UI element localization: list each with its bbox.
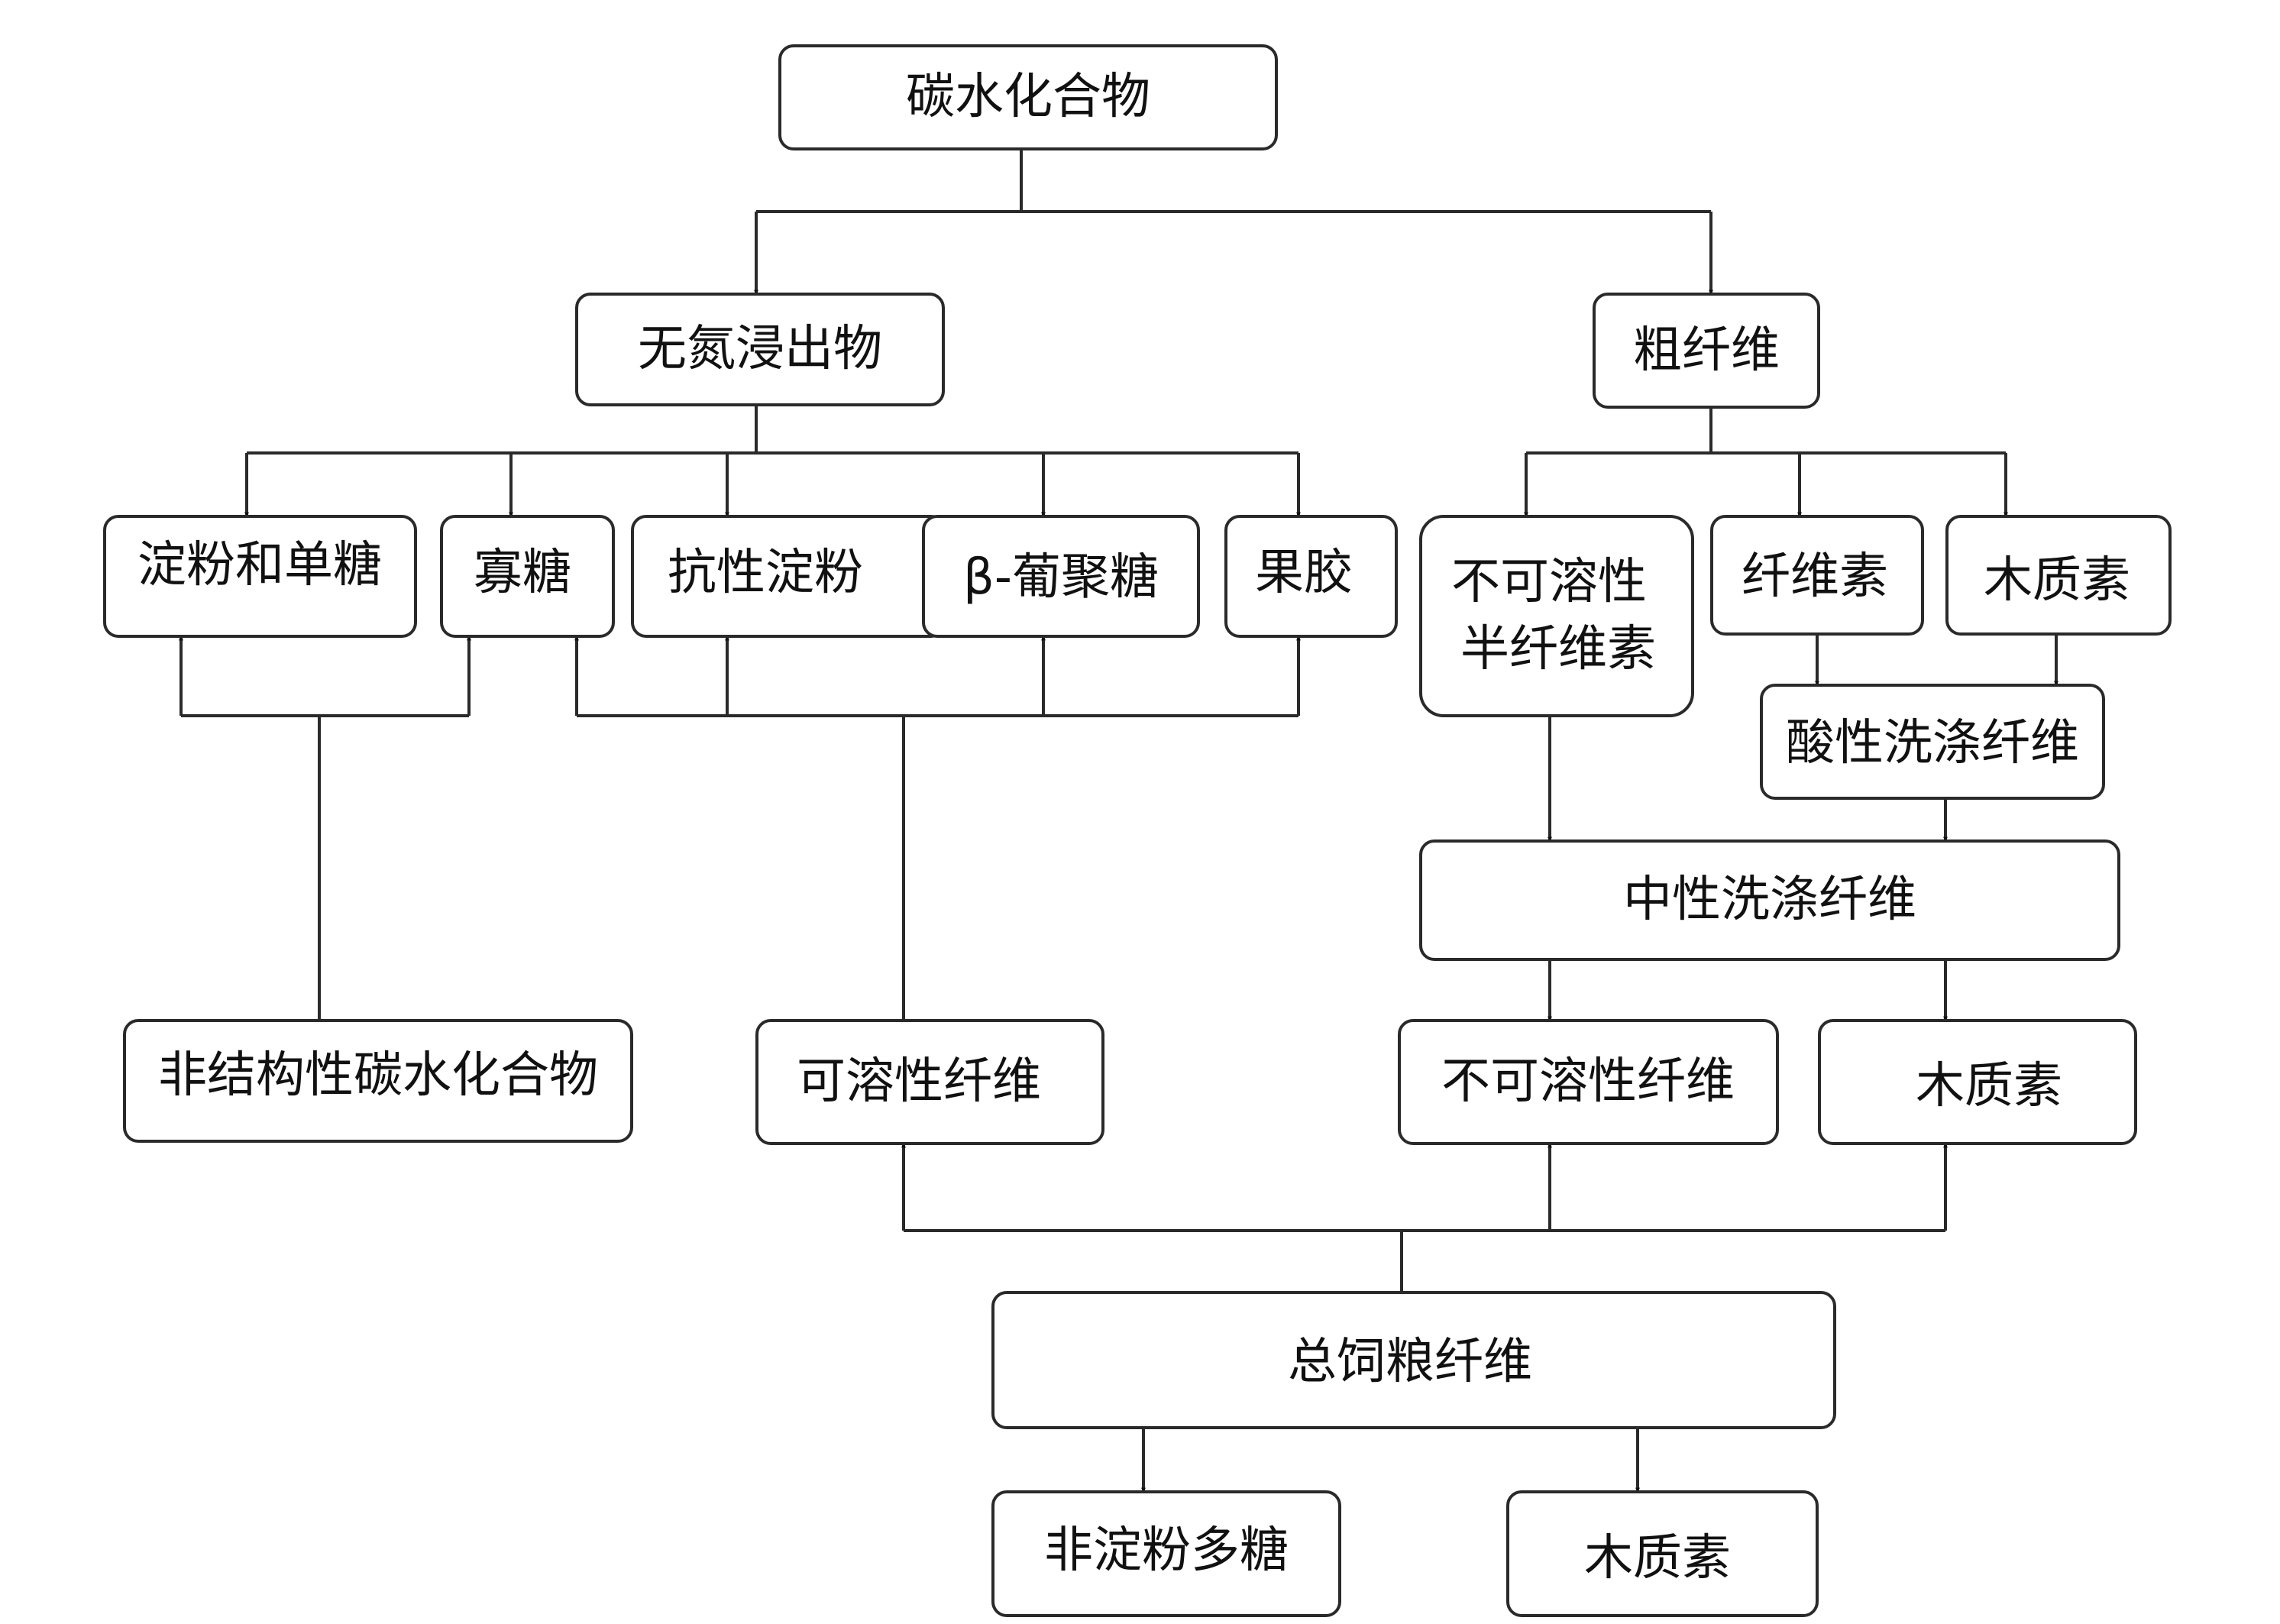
node-pectin: 果胶: [1224, 515, 1398, 638]
node-insoluble-hemicellulose-label-line2: 半纤维素: [1460, 621, 1656, 678]
node-lignin-bottom: 木质素: [1506, 1490, 1819, 1617]
node-lignin-mid-label: 木质素: [1916, 1058, 2062, 1114]
node-starch-sugar: 淀粉和单糖: [103, 515, 417, 638]
node-insoluble-hemicellulose: 不可溶性 半纤维素: [1419, 515, 1694, 717]
node-nsc: 非结构性碳水化合物: [123, 1019, 633, 1143]
node-nsp-label: 非淀粉多糖: [1044, 1522, 1289, 1579]
node-adf-label: 酸性洗涤纤维: [1786, 715, 2079, 772]
node-insoluble-fiber: 不可溶性纤维: [1398, 1019, 1779, 1145]
connector-soluble-fiber: [577, 714, 1298, 1021]
node-cellulose: 纤维素: [1710, 515, 1924, 636]
node-tdf-label: 总饲粮纤维: [1288, 1334, 1532, 1390]
node-soluble-fiber-label: 可溶性纤维: [797, 1053, 1041, 1110]
connector-crude-fiber-split: [1526, 407, 2006, 455]
node-nfe: 无氮浸出物: [575, 293, 945, 406]
node-insoluble-fiber-label: 不可溶性纤维: [1441, 1053, 1735, 1110]
node-resistant-starch-label: 抗性淀粉: [668, 545, 863, 601]
node-pectin-label: 果胶: [1255, 545, 1353, 601]
node-ndf-label: 中性洗涤纤维: [1623, 872, 1916, 928]
connector-nsc: [181, 714, 469, 1021]
node-lignin-bottom-label: 木质素: [1584, 1530, 1731, 1587]
node-resistant-starch: 抗性淀粉: [631, 515, 946, 638]
node-cellulose-label: 纤维素: [1742, 548, 1888, 605]
node-insoluble-hemicellulose-label-line1: 不可溶性: [1451, 554, 1647, 610]
node-carbohydrate: 碳水化合物: [778, 44, 1278, 150]
node-crude-fiber-label: 粗纤维: [1633, 322, 1780, 379]
node-lignin-top-label: 木质素: [1984, 552, 2130, 609]
node-beta-glucan: β-葡聚糖: [922, 515, 1200, 638]
node-lignin-top: 木质素: [1945, 515, 2172, 636]
node-oligosaccharide: 寡糖: [440, 515, 615, 638]
connectors: [179, 149, 2058, 1493]
connector-nfe-split: [247, 405, 1298, 455]
node-carbohydrate-label: 碳水化合物: [906, 69, 1150, 125]
node-oligosaccharide-label: 寡糖: [474, 545, 571, 601]
node-nfe-label: 无氮浸出物: [638, 321, 882, 377]
node-tdf: 总饲粮纤维: [991, 1291, 1836, 1429]
connector-tdf-up: [904, 1229, 1945, 1292]
node-crude-fiber: 粗纤维: [1593, 293, 1820, 409]
node-starch-sugar-label: 淀粉和单糖: [137, 537, 382, 594]
node-soluble-fiber: 可溶性纤维: [755, 1019, 1104, 1145]
connector-carbohydrate-split: [756, 149, 1711, 213]
node-nsp: 非淀粉多糖: [991, 1490, 1341, 1617]
node-adf: 酸性洗涤纤维: [1760, 684, 2105, 800]
node-nsc-label: 非结构性碳水化合物: [158, 1047, 598, 1104]
node-beta-glucan-label: β-葡聚糖: [963, 549, 1159, 606]
node-ndf: 中性洗涤纤维: [1419, 839, 2120, 961]
node-lignin-mid: 木质素: [1818, 1019, 2137, 1145]
